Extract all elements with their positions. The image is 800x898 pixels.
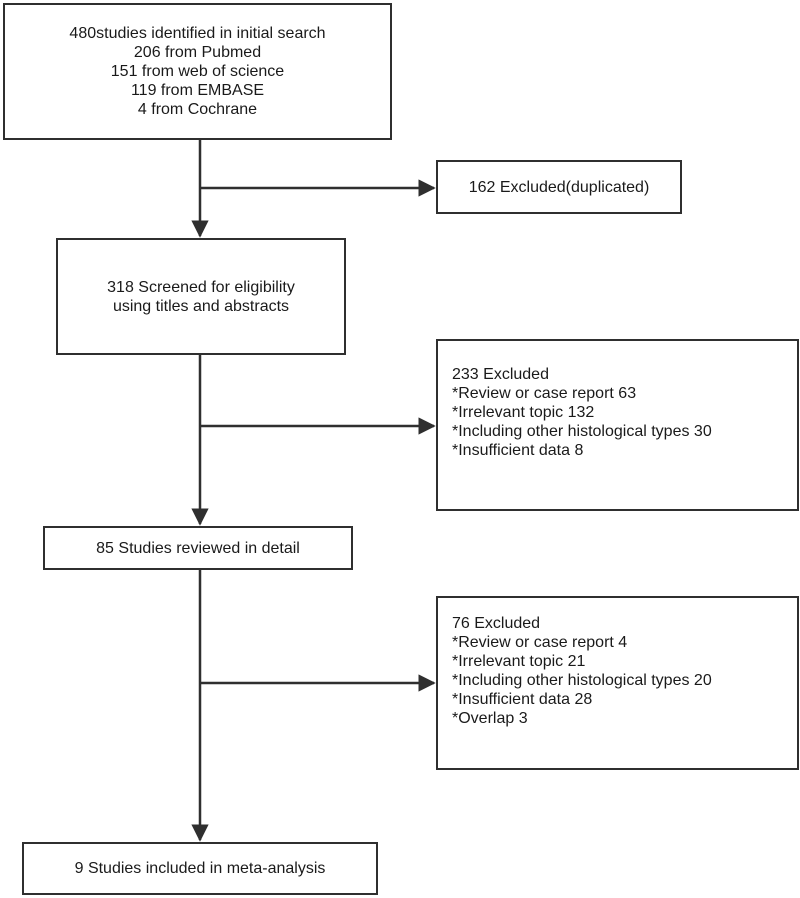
- screen-exclusion-line: *Including other histological types 30: [452, 423, 712, 440]
- screen-exclusion-line: *Review or case report 63: [452, 385, 637, 402]
- included-box: 9 Studies included in meta-analysis: [22, 842, 378, 895]
- included-line: 9 Studies included in meta-analysis: [74, 860, 326, 877]
- screening-line: using titles and abstracts: [112, 297, 290, 315]
- identification-line: 151 from web of science: [110, 63, 285, 80]
- review-exclusion-line: *Including other histological types 20: [452, 672, 712, 689]
- duplicates-box: 162 Excluded(duplicated): [436, 160, 682, 214]
- screening-line: 318 Screened for eligibility: [107, 278, 295, 296]
- review-exclusion-line: *Review or case report 4: [452, 634, 628, 651]
- screen-exclusion-line: *Insufficient data 8: [452, 442, 584, 459]
- review-exclusion-line: 76 Excluded: [452, 615, 541, 632]
- review-line: 85 Studies reviewed in detail: [96, 539, 300, 557]
- identification-line: 206 from Pubmed: [133, 44, 262, 61]
- identification-line: 119 from EMBASE: [130, 82, 265, 99]
- review-exclusion-line: *Overlap 3: [452, 710, 528, 727]
- review-exclusion-line: *Irrelevant topic 21: [452, 653, 586, 670]
- review-box: 85 Studies reviewed in detail: [43, 526, 353, 570]
- screen-exclusion-line: 233 Excluded: [452, 366, 549, 383]
- review-exclusion-line: *Insufficient data 28: [452, 691, 593, 708]
- identification-line: 480studies identified in initial search: [69, 25, 326, 42]
- identification-box: 480studies identified in initial search …: [3, 3, 392, 140]
- screen-exclusion-line: *Irrelevant topic 132: [452, 404, 595, 421]
- review-exclusion-box: 76 Excluded *Review or case report 4 *Ir…: [436, 596, 799, 770]
- identification-line: 4 from Cochrane: [137, 101, 258, 118]
- duplicates-line: 162 Excluded(duplicated): [468, 178, 650, 196]
- screen-exclusion-box: 233 Excluded *Review or case report 63 *…: [436, 339, 799, 511]
- screening-box: 318 Screened for eligibility using title…: [56, 238, 346, 355]
